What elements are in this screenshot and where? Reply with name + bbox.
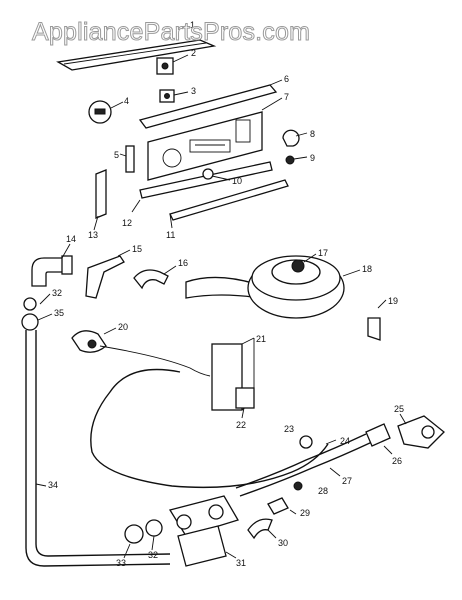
label-21: 21 (256, 334, 266, 344)
gas-line (235, 433, 373, 497)
part-1-top-trim (56, 39, 217, 71)
label-5: 5 (114, 150, 119, 160)
part-number-labels: 1 2 3 4 5 6 7 8 9 10 11 12 13 14 15 16 1… (48, 20, 404, 568)
label-27: 27 (342, 476, 352, 486)
label-7: 7 (284, 92, 289, 102)
part-29-elbow (267, 497, 297, 515)
label-9: 9 (310, 153, 315, 163)
label-35: 35 (54, 308, 64, 318)
label-15: 15 (132, 244, 142, 254)
watermark-logo: AppliancePartsPros.com (31, 18, 311, 47)
label-32-upper: 32 (52, 288, 62, 298)
part-20-thermostat (71, 327, 117, 353)
label-33: 33 (116, 558, 126, 568)
part-8-cap (282, 129, 308, 147)
label-2: 2 (191, 48, 196, 58)
part-24-fitting (325, 439, 337, 445)
part-26-nut (365, 423, 393, 455)
part-2-clip (156, 54, 189, 75)
label-16: 16 (178, 258, 188, 268)
part-33-nut-lower (124, 524, 144, 544)
part-10-rail (139, 161, 273, 199)
part-32-nut-lower (145, 519, 163, 537)
label-20: 20 (118, 322, 128, 332)
part-28-nut (293, 481, 303, 491)
part-31-gas-valve (168, 495, 239, 567)
label-23: 23 (284, 424, 294, 434)
label-26: 26 (392, 456, 402, 466)
leader-lines (35, 293, 155, 559)
label-4: 4 (124, 96, 129, 106)
label-22: 22 (236, 420, 246, 430)
label-8: 8 (310, 129, 315, 139)
part-34-supply-pipe (25, 330, 171, 567)
label-17: 17 (318, 248, 328, 258)
label-18: 18 (362, 264, 372, 274)
part-3-clip (159, 89, 189, 103)
label-32-lower: 32 (148, 550, 158, 560)
part-5-bar (119, 145, 135, 173)
part-17-burner-cap (291, 253, 317, 273)
label-10: 10 (232, 176, 242, 186)
part-16-clamp (133, 265, 177, 290)
part-27-tube (329, 467, 341, 477)
part-15-bracket (85, 249, 131, 299)
label-34: 34 (48, 480, 58, 490)
label-25: 25 (394, 404, 404, 414)
part-18-burner (185, 255, 361, 319)
label-12: 12 (122, 218, 132, 228)
part-25-orifice (397, 413, 445, 449)
part-35-nut (21, 313, 39, 331)
label-30: 30 (278, 538, 288, 548)
capillary-tube (90, 345, 329, 489)
part-11-rail (169, 179, 289, 229)
part-4-knob (88, 100, 124, 124)
part-22-igniter (235, 387, 255, 419)
label-31: 31 (236, 558, 246, 568)
label-14: 14 (66, 234, 76, 244)
part-14-elbow (31, 243, 73, 287)
label-6: 6 (284, 74, 289, 84)
label-19: 19 (388, 296, 398, 306)
label-13: 13 (88, 230, 98, 240)
part-9-nut (285, 155, 308, 165)
label-1: 1 (190, 20, 195, 30)
label-28: 28 (318, 486, 328, 496)
part-19-clip (367, 299, 387, 341)
label-11: 11 (166, 230, 175, 240)
part-23-nut (299, 435, 313, 449)
label-3: 3 (191, 86, 196, 96)
part-7-control-panel (147, 97, 283, 181)
label-29: 29 (300, 508, 310, 518)
label-24: 24 (340, 436, 350, 446)
part-30-hose (247, 518, 277, 540)
part-12-bracket (131, 199, 141, 213)
part-13-bracket (93, 169, 107, 231)
part-6-trim (138, 79, 283, 129)
part-32-nut-upper (23, 297, 37, 311)
